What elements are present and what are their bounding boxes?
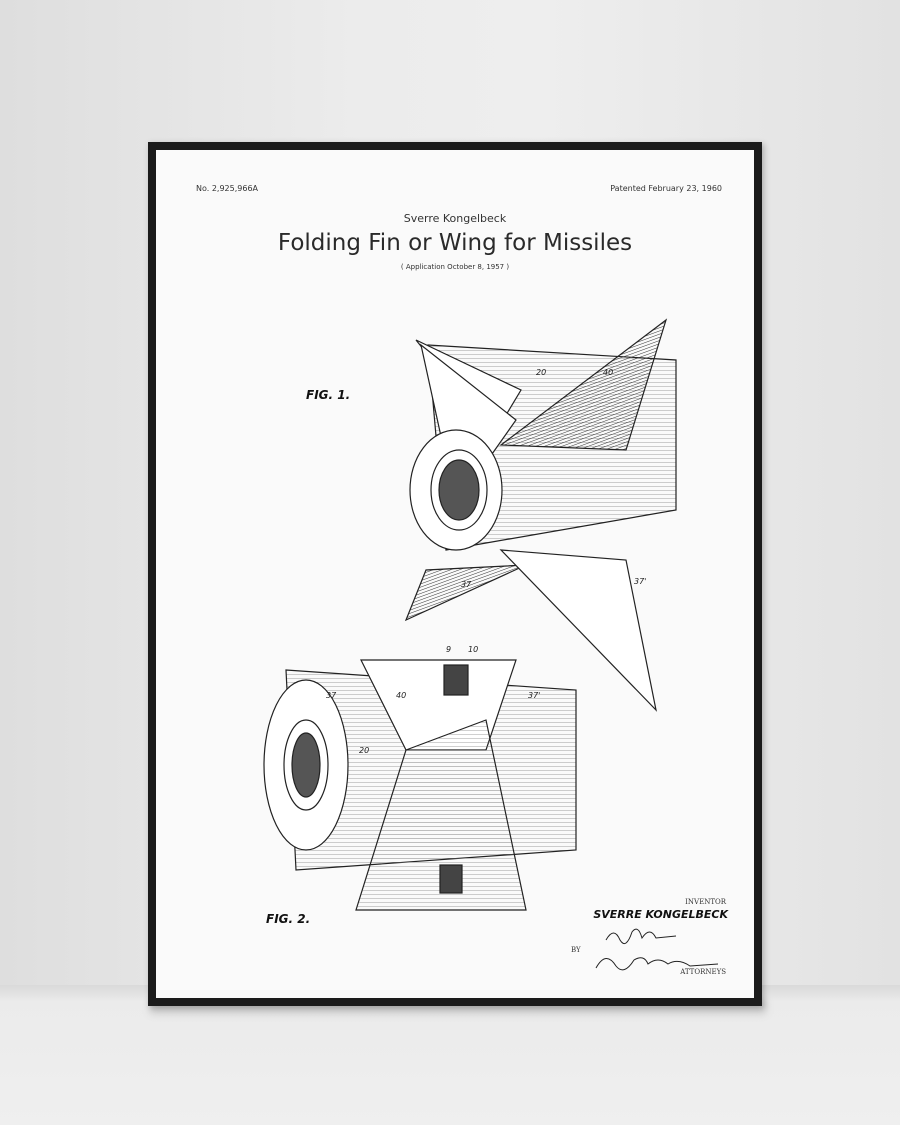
fin-lower <box>355 719 527 911</box>
fin-upper-right <box>499 318 668 451</box>
attorneys-label: ATTORNEYS <box>680 968 726 976</box>
inventor-signature-name: SVERRE KONGELBECK <box>593 908 728 921</box>
patent-number: No. 2,925,966A <box>196 184 259 193</box>
fig2-drawing <box>263 659 577 911</box>
inventor-name: Sverre Kongelbeck <box>403 212 507 225</box>
poster-frame: 20 40 37 37' 9 10 40 37 37' 20 No. 2,925… <box>148 142 762 1006</box>
poster-title: Folding Fin or Wing for Missiles <box>277 230 633 256</box>
ref-37-fig2: 37 <box>326 691 337 700</box>
ref-9: 9 <box>446 645 451 654</box>
ref-20: 20 <box>536 368 546 377</box>
floor <box>0 985 900 1125</box>
fin-lower-left <box>404 564 527 622</box>
ref-20-fig2: 20 <box>359 746 369 755</box>
patented-date: Patented February 23, 1960 <box>610 184 722 193</box>
fig2-label: FIG. 2. <box>266 912 311 926</box>
ref-40-fig2: 40 <box>396 691 406 700</box>
ref-10: 10 <box>468 645 478 654</box>
inventor-label: INVENTOR <box>685 898 726 906</box>
by-label: BY <box>571 946 581 954</box>
application-date: ( Application October 8, 1957 ) <box>400 263 510 271</box>
ref-37-prime: 37' <box>634 577 646 586</box>
fig1-label: FIG. 1. <box>306 388 351 402</box>
fig1-drawing <box>404 318 677 712</box>
fin-lower-right <box>499 549 657 712</box>
signature <box>595 928 719 971</box>
ref-37: 37 <box>461 580 472 589</box>
ref-37-prime-fig2: 37' <box>528 691 540 700</box>
ref-40: 40 <box>603 368 613 377</box>
patent-drawing: 20 40 37 37' 9 10 40 37 37' 20 <box>263 318 719 971</box>
